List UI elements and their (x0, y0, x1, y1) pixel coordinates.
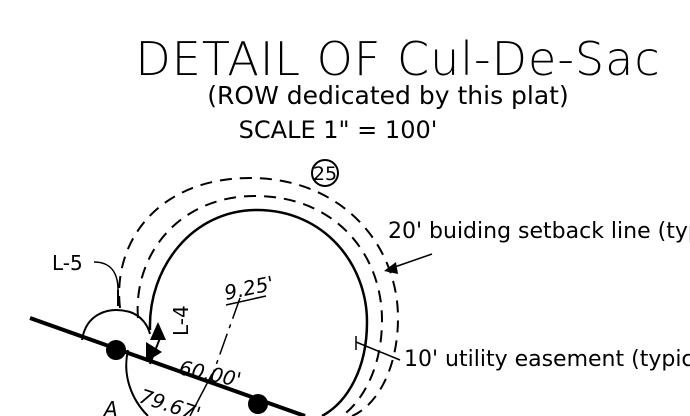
lot-number-circle (311, 159, 339, 187)
lower-curve (125, 349, 149, 416)
drawing-subtitle: (ROW dedicated by this plat) (207, 81, 568, 110)
monument-left (106, 340, 126, 360)
cul-de-sac-row-circle (148, 208, 369, 416)
dimension-60: 60.00' (177, 355, 243, 392)
utility-leader (355, 341, 401, 361)
lot-number: 25 (313, 163, 337, 185)
return-curve (81, 309, 151, 341)
dimension-9-25-underline (225, 295, 267, 306)
l5-leader (93, 261, 119, 291)
arrow-up (150, 322, 166, 340)
monument-right (248, 394, 268, 414)
label-l5: L-5 (52, 251, 83, 275)
l4-line (149, 337, 161, 365)
drawing-title: DETAIL OF Cul-De-Sac (135, 32, 660, 86)
label-l4: L-4 (169, 305, 193, 336)
radius-line (209, 297, 241, 383)
utility-callout: 10' utility easement (typica (404, 347, 690, 372)
utility-easement-line (136, 194, 384, 416)
setback-arrowhead (384, 262, 398, 274)
dimension-79-67: 79.67' (136, 384, 203, 416)
setback-callout: 20' buiding setback line (typ (388, 219, 690, 244)
drawing-scale: SCALE 1" = 100' (239, 116, 438, 144)
setback-line (118, 176, 400, 416)
dimension-leader (189, 373, 213, 416)
partial-label: A (102, 397, 118, 416)
